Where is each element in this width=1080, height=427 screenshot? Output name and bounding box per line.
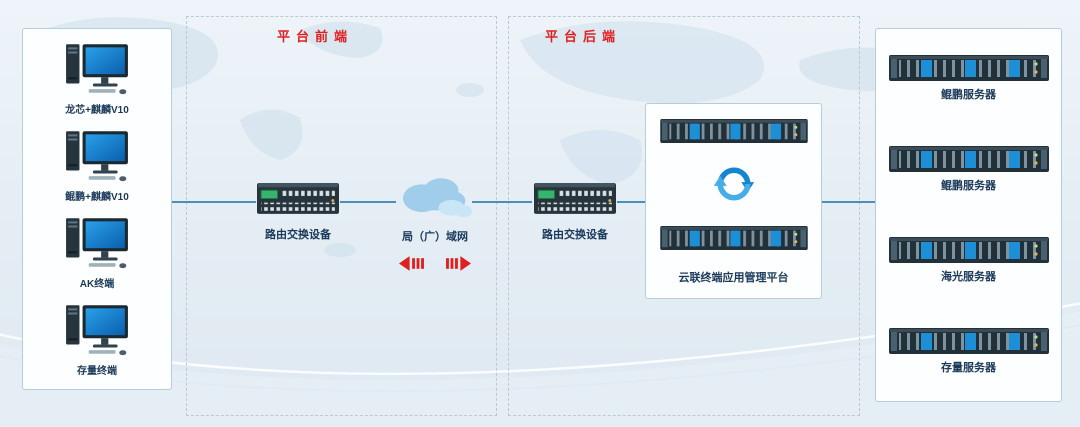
rack-server-icon <box>659 119 809 143</box>
server-label: 鲲鹏服务器 <box>941 180 996 192</box>
connector-line <box>821 201 876 203</box>
sync-arrows-icon <box>712 162 756 206</box>
terminal-item: 鲲鹏+麒麟V10 <box>64 129 130 203</box>
connector-line <box>340 201 396 203</box>
front-router-label: 路由交换设备 <box>265 229 331 241</box>
rack-server-icon <box>887 55 1051 81</box>
desktop-pc-icon <box>64 303 130 357</box>
cloud-platform-panel: 云联终端应用管理平台 <box>645 103 822 299</box>
terminal-label: AK终端 <box>79 278 115 290</box>
platform-label: 云联终端应用管理平台 <box>678 271 789 284</box>
rack-server-icon <box>887 146 1051 172</box>
terminal-label: 鲲鹏+麒麟V10 <box>65 191 129 203</box>
server-item: 海光服务器 <box>887 237 1051 284</box>
rack-server-icon <box>887 328 1051 354</box>
rack-server-icon <box>887 237 1051 263</box>
server-item: 鲲鹏服务器 <box>887 146 1051 193</box>
connector-line <box>172 201 256 203</box>
server-group-panel: 鲲鹏服务器 鲲鹏服务器 海光服务器 存量服务器 <box>875 28 1062 402</box>
terminal-item: 龙芯+麒麟V10 <box>64 42 130 116</box>
wan-node: 局（广）域网 <box>394 172 476 271</box>
connector-line <box>472 201 532 203</box>
red-bidirectional-arrows-icon <box>399 256 471 271</box>
server-label: 鲲鹏服务器 <box>941 89 996 101</box>
front-platform-title: 平台前端 <box>277 29 354 44</box>
server-label: 海光服务器 <box>941 271 996 283</box>
back-platform-title: 平台后端 <box>545 29 622 44</box>
back-router-node: 路由交换设备 <box>531 181 619 242</box>
server-item: 存量服务器 <box>887 328 1051 375</box>
desktop-pc-icon <box>64 42 130 96</box>
server-label: 存量服务器 <box>941 362 996 374</box>
wan-cloud-icon <box>396 172 474 221</box>
desktop-pc-icon <box>64 129 130 183</box>
router-switch-icon <box>257 181 339 216</box>
front-router-node: 路由交换设备 <box>254 181 342 242</box>
front-platform-region: 平台前端 <box>186 16 497 416</box>
back-router-label: 路由交换设备 <box>542 229 608 241</box>
wan-label: 局（广）域网 <box>402 231 468 243</box>
terminal-item: AK终端 <box>64 216 130 290</box>
desktop-pc-icon <box>64 216 130 270</box>
terminal-label: 存量终端 <box>77 365 117 377</box>
terminal-item: 存量终端 <box>64 303 130 377</box>
rack-server-icon <box>659 226 809 250</box>
terminal-group-panel: 龙芯+麒麟V10 鲲鹏+麒麟V10 AK终端 存量终端 <box>22 28 172 390</box>
server-item: 鲲鹏服务器 <box>887 55 1051 102</box>
router-switch-icon <box>534 181 616 216</box>
connector-line <box>617 201 646 203</box>
back-platform-region: 平台后端 <box>508 16 860 416</box>
terminal-label: 龙芯+麒麟V10 <box>65 104 129 116</box>
